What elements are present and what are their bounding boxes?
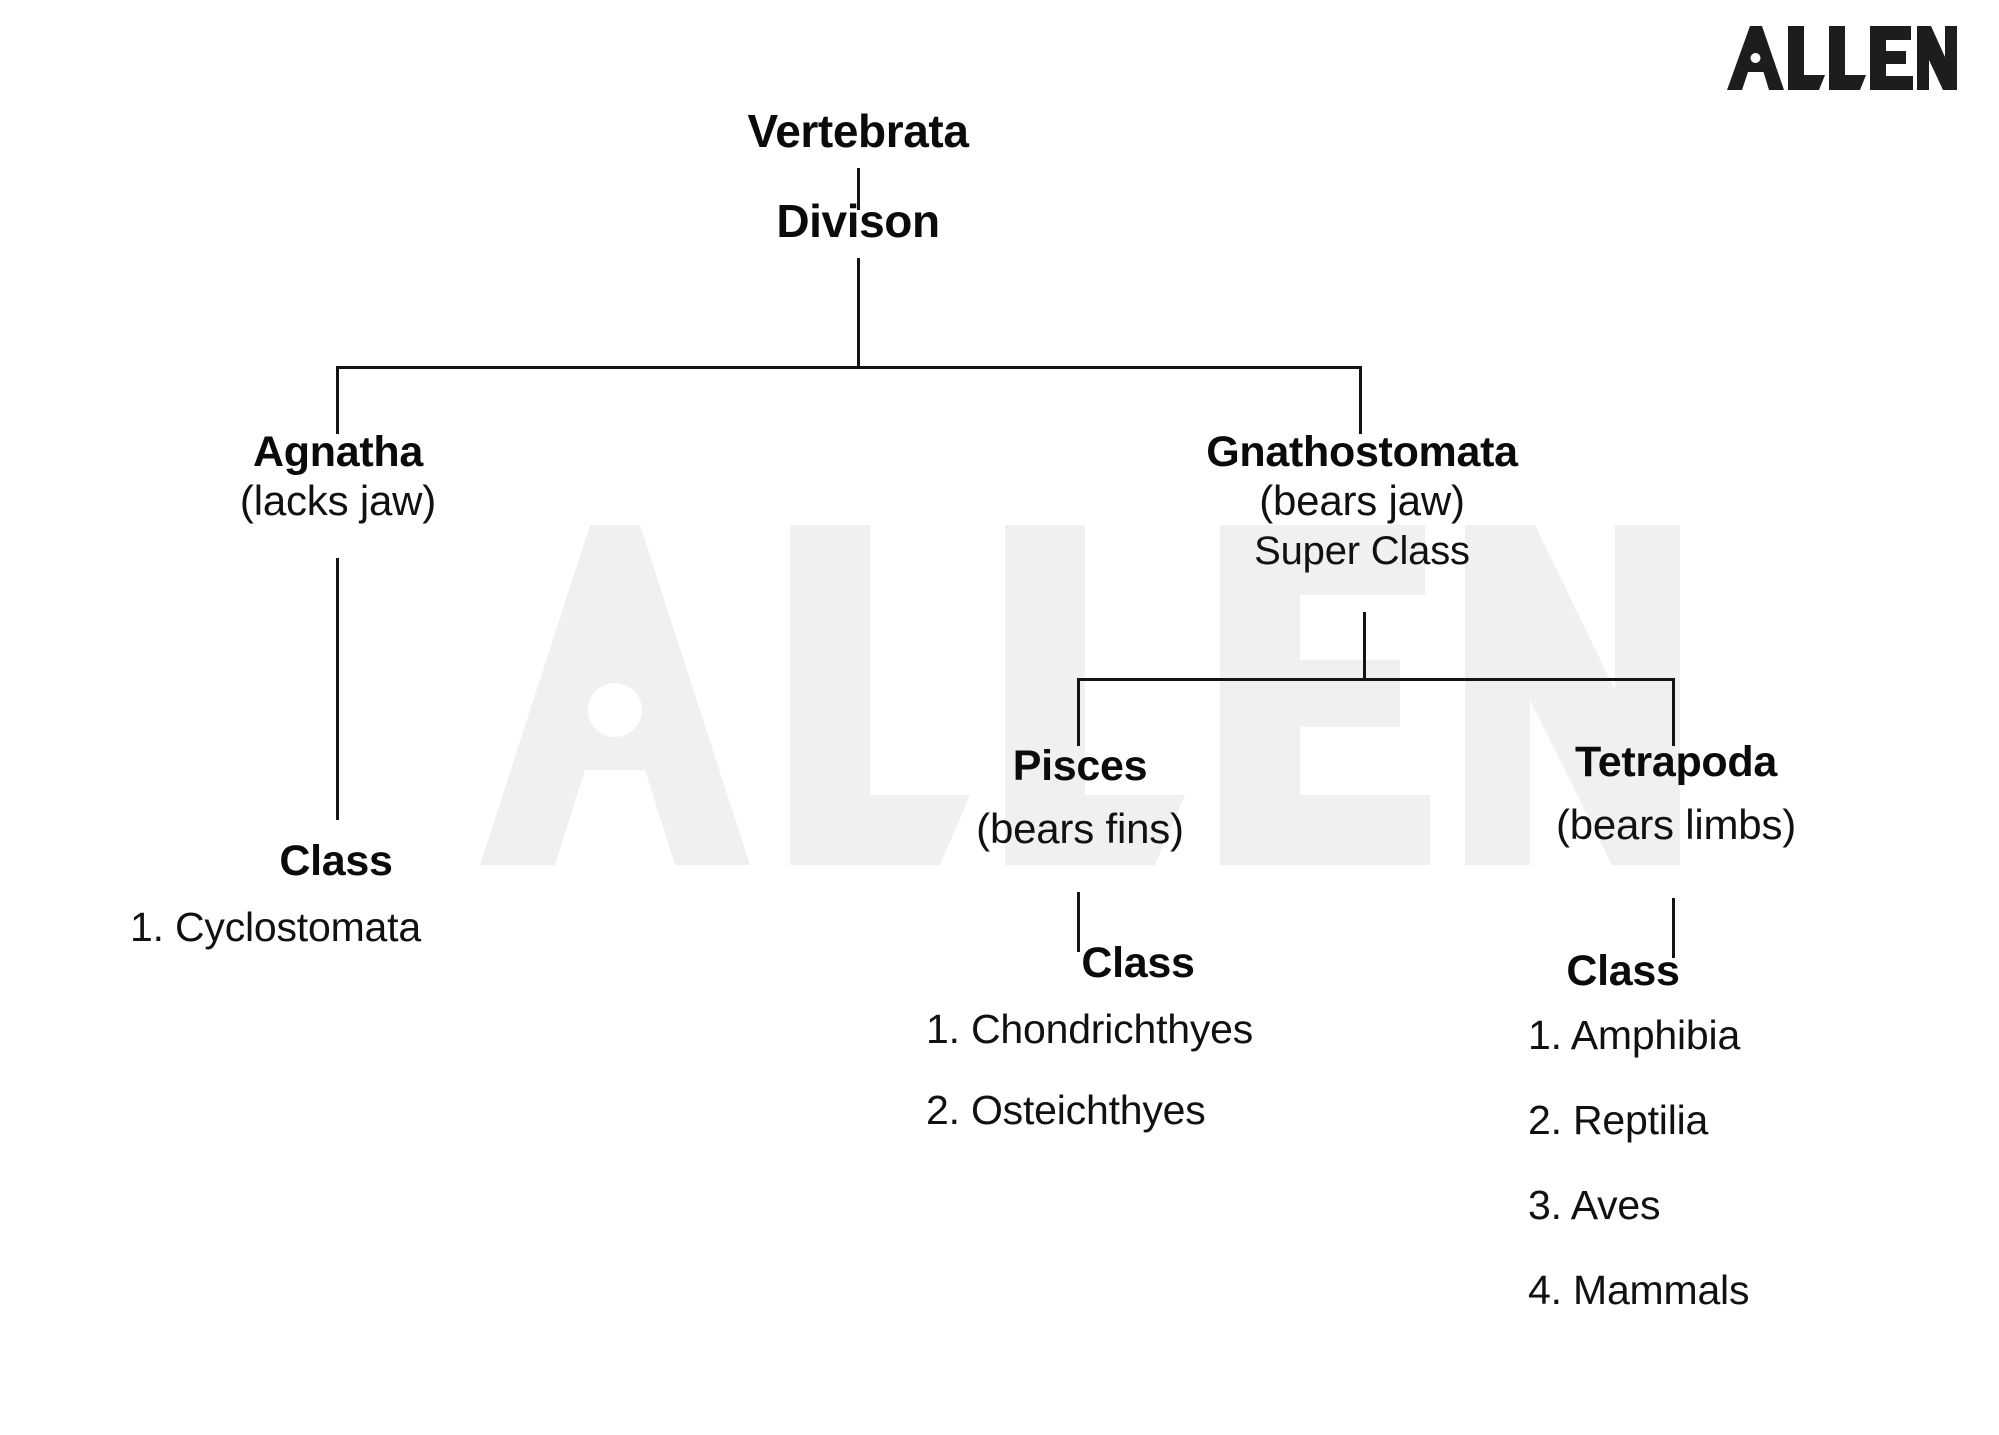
- node-pisces-note: (bears fins): [976, 805, 1184, 853]
- class-group-agnatha-list: 1. Cyclostomata: [130, 907, 542, 948]
- connector-divison-stem: [857, 258, 860, 368]
- connector-tetrapoda-to-class: [1672, 898, 1675, 958]
- connector-superclass-split-bar: [1077, 678, 1675, 681]
- class-group-pisces: Class 1. Chondrichthyes 2. Osteichthyes: [920, 939, 1356, 1159]
- node-tetrapoda-note: (bears limbs): [1555, 801, 1797, 849]
- node-gnathostomata-label: Gnathostomata: [1206, 428, 1518, 476]
- allen-logo: [1725, 22, 1957, 92]
- node-agnatha-label: Agnatha: [253, 428, 423, 476]
- node-gnathostomata: Gnathostomata (bears jaw) Super Class: [1206, 428, 1518, 575]
- node-vertebrata: Vertebrata: [747, 105, 969, 157]
- node-gnathostomata-rank: Super Class: [1254, 528, 1470, 573]
- node-pisces: Pisces (bears fins): [976, 742, 1184, 855]
- class-list-item: 3. Aves: [1528, 1182, 1661, 1229]
- connector-agnatha-to-class: [336, 558, 339, 820]
- class-list-item: 1. Cyclostomata: [130, 904, 421, 951]
- connector-pisces-to-class: [1077, 892, 1080, 952]
- class-list-item: 1. Chondrichthyes: [926, 1006, 1254, 1053]
- node-pisces-label: Pisces: [1012, 742, 1148, 790]
- class-group-pisces-list: 1. Chondrichthyes 2. Osteichthyes: [926, 1009, 1356, 1131]
- class-group-tetrapoda-list: 1. Amphibia 2. Reptilia 3. Aves 4. Mamma…: [1528, 1015, 1908, 1311]
- node-tetrapoda-label: Tetrapoda: [1575, 738, 1777, 786]
- connector-drop-agnatha: [336, 366, 339, 434]
- node-agnatha-note: (lacks jaw): [239, 477, 437, 525]
- class-list-item: 2. Reptilia: [1528, 1097, 1709, 1144]
- connector-division-split-bar: [336, 366, 1362, 369]
- connector-vertebrata-to-divison: [857, 168, 860, 210]
- node-tetrapoda: Tetrapoda (bears limbs): [1556, 738, 1796, 851]
- class-group-agnatha-heading: Class: [279, 837, 393, 885]
- connector-drop-tetrapoda: [1672, 678, 1675, 746]
- class-group-tetrapoda-heading: Class: [1566, 947, 1680, 995]
- node-agnatha: Agnatha (lacks jaw): [240, 428, 436, 527]
- class-group-pisces-heading: Class: [1081, 939, 1195, 987]
- node-gnathostomata-note: (bears jaw): [1259, 477, 1465, 525]
- class-list-item: 2. Osteichthyes: [926, 1087, 1206, 1134]
- class-group-agnatha: Class 1. Cyclostomata: [130, 837, 542, 976]
- class-list-item: 4. Mammals: [1528, 1267, 1750, 1314]
- class-group-tetrapoda: Class 1. Amphibia 2. Reptilia 3. Aves 4.…: [1528, 947, 1908, 1339]
- connector-gnathostomata-stem: [1363, 612, 1366, 680]
- connector-drop-pisces: [1077, 678, 1080, 746]
- connector-drop-gnathostomata: [1359, 366, 1362, 434]
- node-divison-rank: Divison: [776, 195, 940, 247]
- class-list-item: 1. Amphibia: [1528, 1012, 1741, 1059]
